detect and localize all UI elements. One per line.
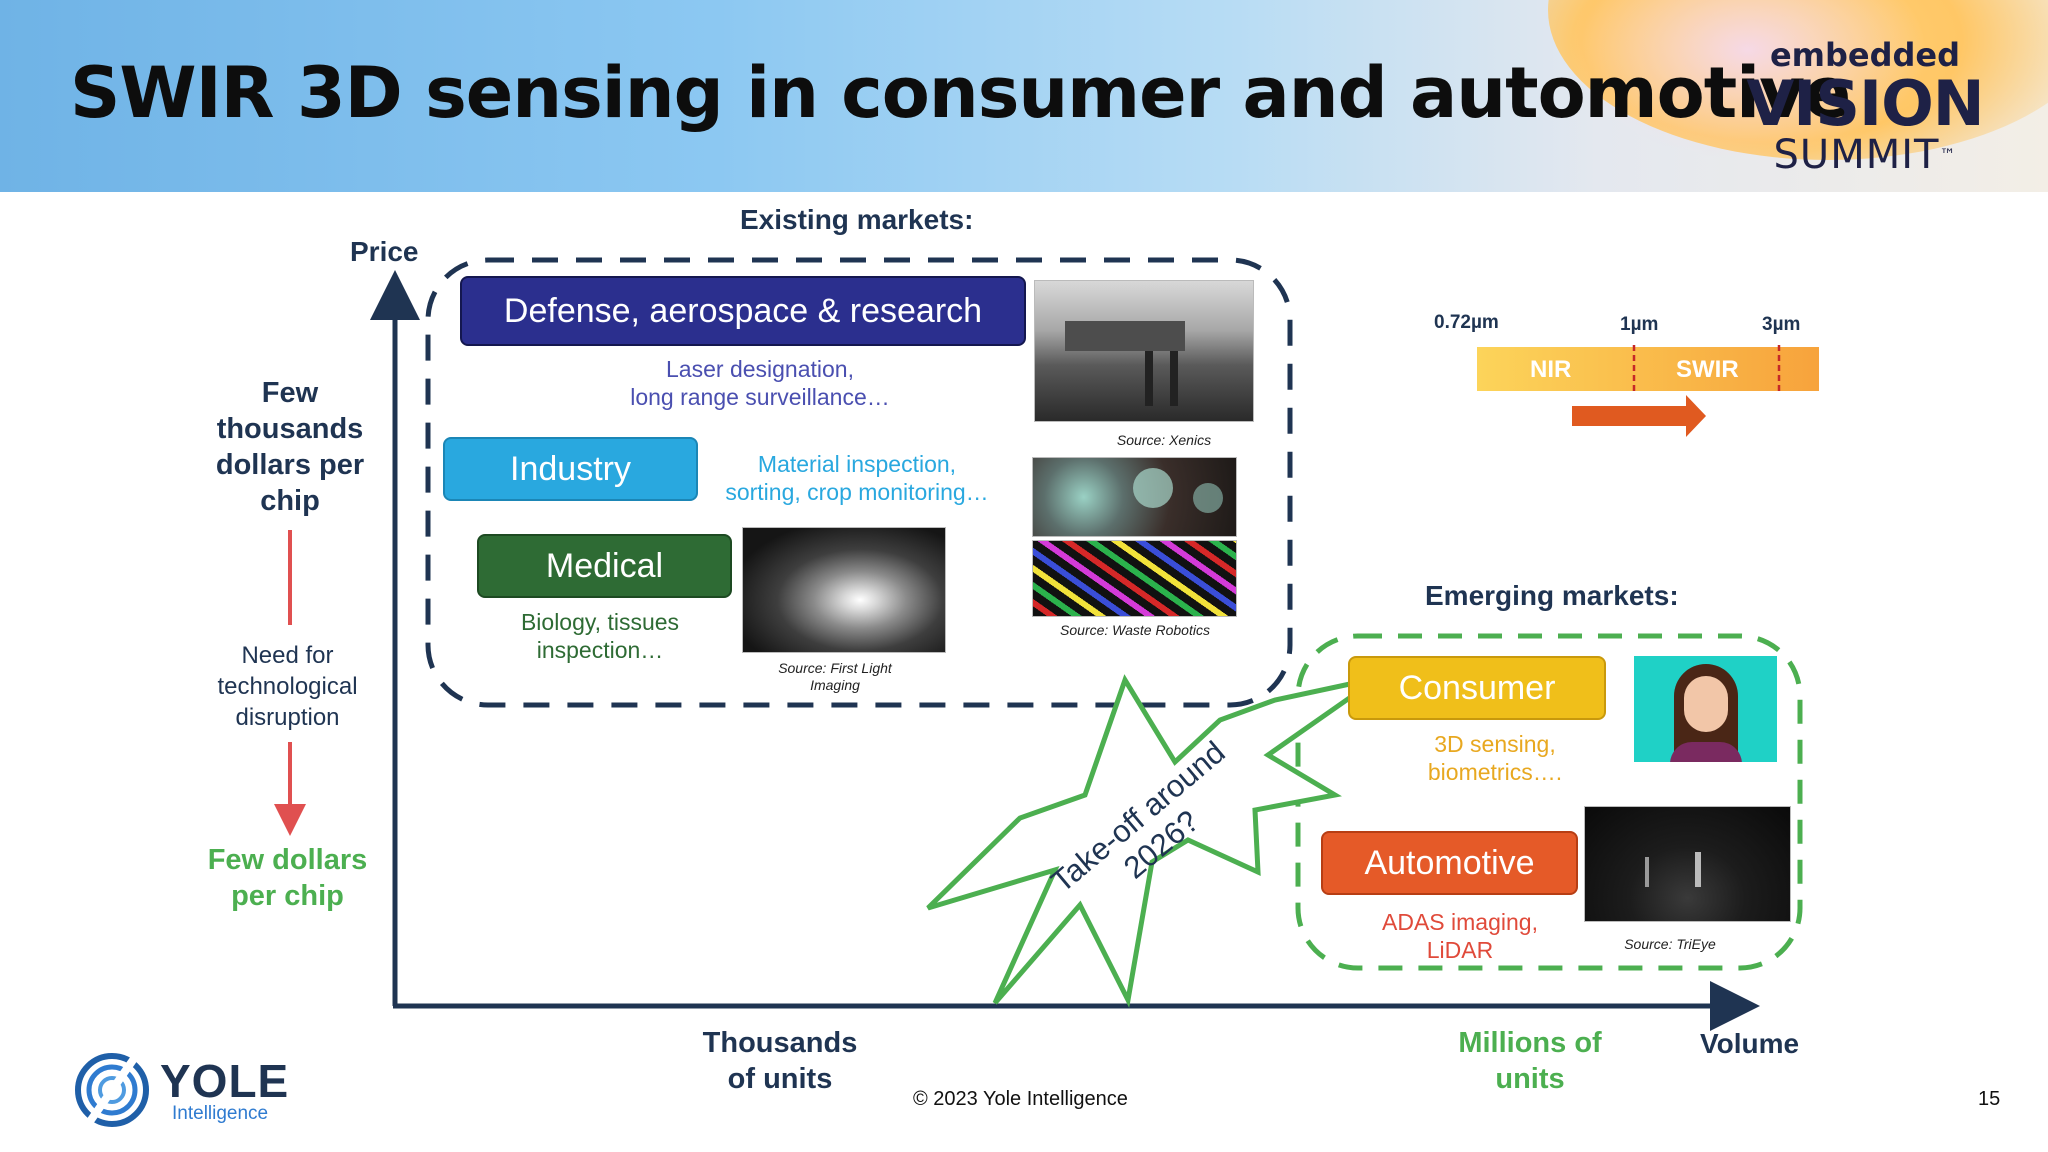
consumer-label: Consumer <box>1398 668 1556 707</box>
sorting-photo-image <box>1032 457 1237 537</box>
medical-market-box: Medical <box>477 534 732 598</box>
source-xenics: Source: Xenics <box>1116 432 1212 448</box>
embedded-vision-summit-logo: embedded VISION SUMMIT™ <box>1740 36 1990 176</box>
copyright-text: © 2023 Yole Intelligence <box>913 1088 1128 1110</box>
industry-market-box: Industry <box>443 437 698 501</box>
automotive-desc-line2: LiDAR <box>1426 937 1494 963</box>
consumer-market-box: Consumer <box>1348 656 1606 720</box>
consumer-desc-line2: biometrics…. <box>1427 759 1563 785</box>
high-price-label: Few thousands dollars per chip <box>215 377 365 517</box>
face-biometrics-image <box>1634 656 1777 762</box>
spectrum-nir-label: NIR <box>1530 356 1572 383</box>
defense-desc-line1: Laser designation, <box>666 356 854 382</box>
logo-line-3-text: SUMMIT <box>1773 132 1940 178</box>
x-axis-label: Volume <box>1700 1028 1800 1059</box>
automotive-label: Automotive <box>1364 843 1535 882</box>
medical-desc-line1: Biology, tissues <box>520 609 680 635</box>
industry-label: Industry <box>510 449 631 488</box>
automotive-market-box: Automotive <box>1321 831 1578 895</box>
medical-label: Medical <box>545 546 664 585</box>
source-trieye: Source: TriEye <box>1624 936 1716 952</box>
spectrum-bar <box>1477 347 1819 391</box>
medical-desc-line2: inspection… <box>536 637 664 663</box>
slide-title: SWIR 3D sensing in consumer and automoti… <box>70 52 1851 134</box>
existing-markets-heading: Existing markets: <box>740 204 974 235</box>
automotive-desc-line1: ADAS imaging, <box>1382 909 1538 935</box>
automotive-description: ADAS imaging, LiDAR <box>1340 908 1580 964</box>
source-waste-robotics: Source: Waste Robotics <box>1060 622 1210 638</box>
defense-surveillance-image <box>1034 280 1254 422</box>
automotive-night-image <box>1584 806 1791 922</box>
defense-label: Defense, aerospace & research <box>503 291 983 330</box>
consumer-desc-line1: 3D sensing, <box>1434 731 1556 757</box>
defense-description: Laser designation, long range surveillan… <box>500 355 1020 411</box>
source-first-light: Source: First Light Imaging <box>760 660 910 694</box>
defense-market-box: Defense, aerospace & research <box>460 276 1026 346</box>
emerging-markets-heading: Emerging markets: <box>1425 580 1679 611</box>
source-first-light-line2: Imaging <box>810 677 860 693</box>
consumer-description: 3D sensing, biometrics…. <box>1380 730 1610 786</box>
yole-logo-name: YOLE <box>160 1055 290 1107</box>
industry-desc-line2: sorting, crop monitoring… <box>725 479 989 505</box>
spectrum-shift-arrow <box>1572 395 1706 437</box>
defense-desc-line2: long range surveillance… <box>630 384 890 410</box>
low-price-label: Few dollars per chip <box>207 844 368 912</box>
low-volume-label: Thousands of units <box>702 1027 858 1095</box>
disruption-note: Need for technological disruption <box>217 642 358 731</box>
yole-logo-subtitle: Intelligence <box>172 1103 269 1124</box>
header-banner <box>0 0 2048 192</box>
medical-imaging-image <box>742 527 946 653</box>
logo-line-3: SUMMIT™ <box>1740 134 1990 176</box>
source-first-light-line1: Source: First Light <box>778 660 892 676</box>
yole-logo-icon <box>75 1053 149 1127</box>
sorting-segmentation-image <box>1032 540 1237 617</box>
existing-markets-box <box>425 257 1293 708</box>
medical-description: Biology, tissues inspection… <box>490 608 710 664</box>
page-number: 15 <box>1978 1088 2001 1110</box>
logo-line-2: VISION <box>1746 67 1984 140</box>
industry-description: Material inspection, sorting, crop monit… <box>712 450 1002 506</box>
logo-line-1: embedded <box>1769 36 1961 74</box>
spectrum-swir-label: SWIR <box>1676 356 1739 383</box>
industry-desc-line1: Material inspection, <box>757 451 957 477</box>
high-volume-label: Millions of units <box>1458 1027 1602 1095</box>
spectrum-tick-1um: 1µm <box>1620 314 1659 335</box>
y-axis-label: Price <box>350 236 419 267</box>
spectrum-tick-072um: 0.72µm <box>1434 312 1499 333</box>
logo-trademark: ™ <box>1939 145 1957 164</box>
spectrum-tick-3um: 3µm <box>1762 314 1801 335</box>
